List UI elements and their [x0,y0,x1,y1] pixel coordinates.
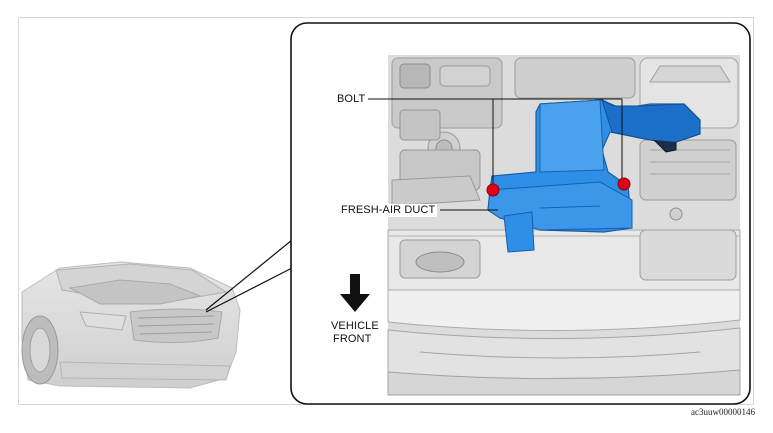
vehicle-front-label-line2: FRONT [333,333,372,345]
vehicle-front-arrow-icon [340,274,370,312]
engine-bay-detail-illustration [291,23,750,404]
bolt-marker-icon [486,183,500,197]
fresh-air-duct [487,99,701,253]
fresh-air-duct-label: FRESH-AIR DUCT [339,204,438,217]
callout-line-top [205,239,293,311]
callout-line-bottom [205,267,293,313]
detail-panel-border [290,22,751,405]
bolt-label: BOLT [337,93,366,105]
vehicle-front-label-line1: VEHICLE [331,320,379,332]
car-overview-illustration [21,261,241,389]
bolt-marker-icon [617,177,631,191]
bolt-leader-lines [368,98,623,184]
figure-code: ac3uuw00000146 [691,407,755,417]
